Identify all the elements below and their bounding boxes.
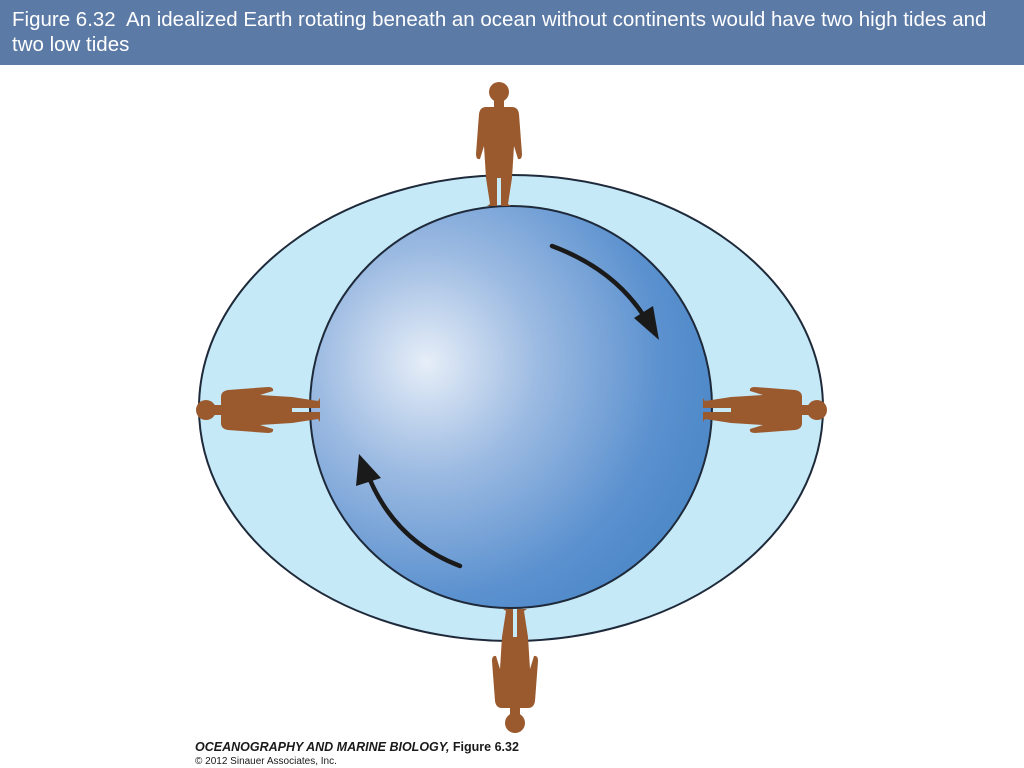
rotation-arrow-icon — [356, 454, 463, 569]
title-bar: Figure 6.32 An idealized Earth rotating … — [0, 0, 1024, 65]
earth-sphere — [309, 205, 713, 609]
figure-credit: OCEANOGRAPHY AND MARINE BIOLOGY, Figure … — [195, 740, 519, 768]
figure-title: Figure 6.32 An idealized Earth rotating … — [12, 8, 993, 56]
credit-figure-ref: Figure 6.32 — [449, 740, 519, 754]
copyright-text: © 2012 Sinauer Associates, Inc. — [195, 756, 337, 767]
credit-book-title: OCEANOGRAPHY AND MARINE BIOLOGY, — [195, 740, 450, 754]
rotation-arrow-icon — [549, 243, 659, 340]
credit-line: OCEANOGRAPHY AND MARINE BIOLOGY, Figure … — [195, 740, 519, 755]
